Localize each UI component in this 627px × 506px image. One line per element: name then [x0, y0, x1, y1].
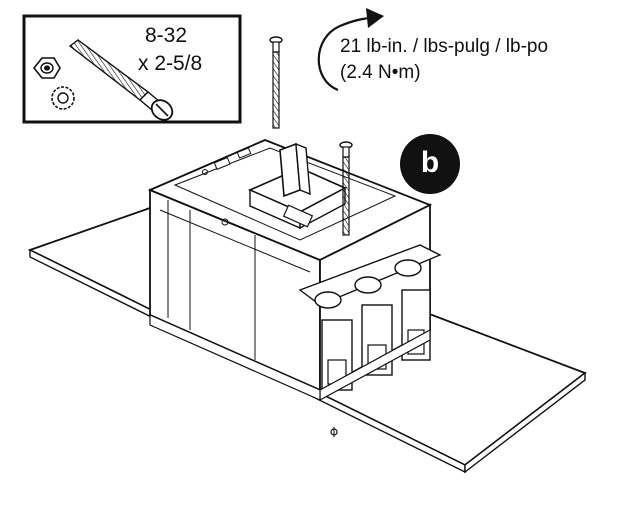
mounting-hole-icon — [330, 427, 338, 437]
screw-size-label: 8-32 — [145, 24, 188, 47]
step-badge: b — [400, 134, 460, 194]
mounting-screw-left — [269, 36, 283, 129]
torque-value-label: 21 lb-in. / lbs-pulg / lb-po — [340, 36, 549, 57]
mounting-screw-right — [339, 141, 353, 236]
nut-icon — [32, 57, 61, 79]
step-letter: b — [420, 146, 440, 179]
torque-metric-label: (2.4 N•m) — [340, 62, 421, 83]
circuit-breaker — [147, 139, 442, 402]
screw-length-label: x 2-5/8 — [138, 52, 203, 75]
rotation-arrow-icon — [317, 8, 384, 92]
lock-washer-icon — [51, 86, 75, 110]
hardware-callout-box — [22, 14, 242, 124]
screw-icon — [68, 39, 174, 121]
